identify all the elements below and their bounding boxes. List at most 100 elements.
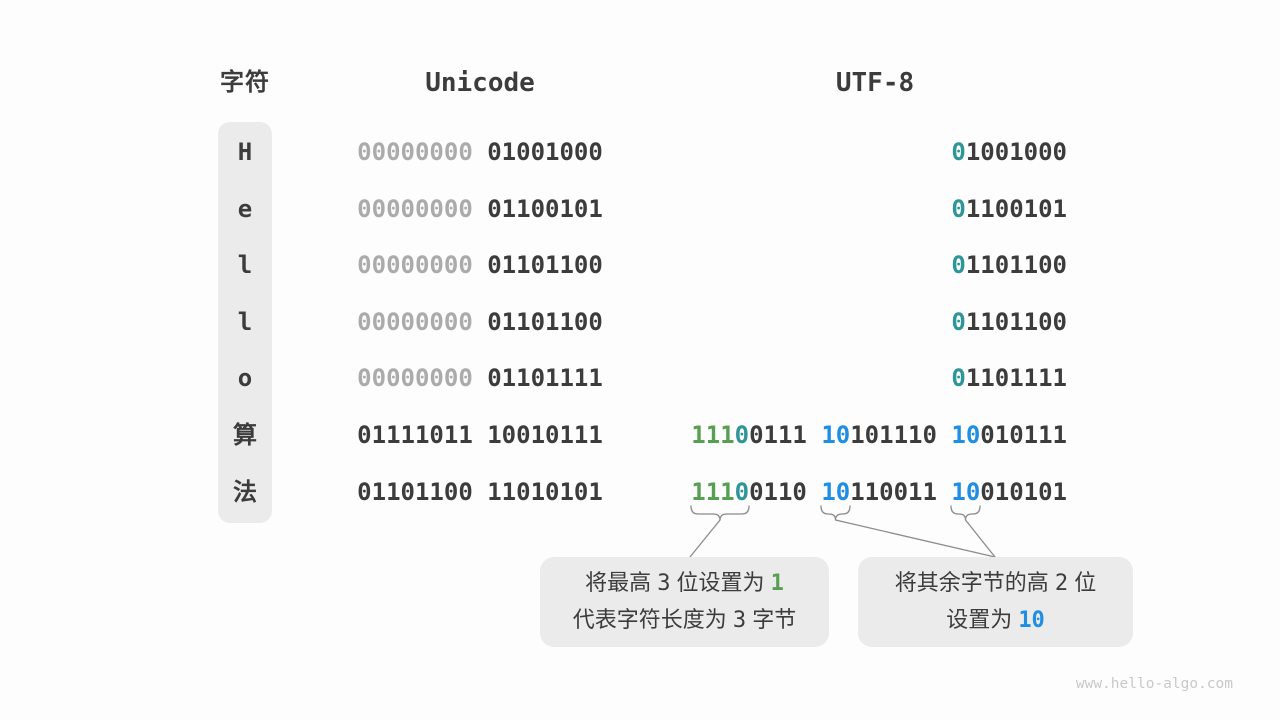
bit-segment: 010111 <box>980 421 1067 449</box>
bit-segment: 00000000 <box>357 251 473 279</box>
utf8-value: 01101100 <box>951 304 1067 340</box>
unicode-value: 00000000 01100101 <box>357 191 603 227</box>
utf8-byte: 01100101 <box>951 195 1067 223</box>
connector-line-continuation-1 <box>834 519 996 558</box>
bit-segment: 10 <box>821 421 851 449</box>
utf8-byte: 01101100 <box>951 308 1067 336</box>
callout-text-line: 将其余字节的高 2 位 <box>895 565 1097 602</box>
bit-segment: 00000000 <box>357 138 473 166</box>
watermark: www.hello-algo.com <box>1075 676 1233 692</box>
bit-segment: 01101100 <box>487 251 603 279</box>
bit-segment: 101110 <box>850 421 937 449</box>
callout-text-segment: 字节 <box>746 607 797 632</box>
unicode-value: 01101100 11010101 <box>357 474 603 510</box>
utf8-value: 01101100 <box>951 247 1067 283</box>
unicode-value: 00000000 01101100 <box>357 247 603 283</box>
bit-segment: 0 <box>951 138 966 166</box>
bit-segment: 01111011 <box>357 421 473 449</box>
bit-segment: 0110 <box>749 478 807 506</box>
bit-segment: 111 <box>691 421 735 449</box>
utf8-byte: 10010111 <box>951 421 1067 449</box>
unicode-value: 00000000 01101100 <box>357 304 603 340</box>
bit-segment: 0 <box>951 251 966 279</box>
unicode-value: 00000000 01001000 <box>357 134 603 170</box>
bit-segment: 111 <box>691 478 735 506</box>
bit-segment: 0 <box>951 364 966 392</box>
callout-text-line: 设置为 10 <box>946 602 1045 639</box>
bit-segment: 0 <box>734 478 750 506</box>
utf8-byte: 10110011 <box>821 478 937 506</box>
unicode-value: 00000000 01101111 <box>357 360 603 396</box>
callout-text-line: 代表字符长度为 3 字节 <box>573 602 797 639</box>
column-header-character: 字符 <box>220 69 270 96</box>
bit-segment: 1100101 <box>965 195 1067 223</box>
callout-continuation-bits: 将其余字节的高 2 位设置为 10 <box>858 557 1133 647</box>
column-header-unicode: Unicode <box>425 68 535 98</box>
callout-text-segment: 3 <box>732 608 747 633</box>
character-column-panel <box>218 122 272 523</box>
bit-segment: 10 <box>951 478 981 506</box>
utf8-byte: 01001000 <box>951 138 1067 166</box>
utf8-byte: 01101100 <box>951 251 1067 279</box>
bit-segment: 00000000 <box>357 364 473 392</box>
callout-text-segment: 将其余字节的高 <box>894 570 1055 595</box>
bit-segment: 010101 <box>980 478 1067 506</box>
bit-segment: 01101111 <box>487 364 603 392</box>
char-cell: 算 <box>233 421 257 449</box>
utf8-byte: 11100111 <box>691 421 807 449</box>
callout-text-segment: 设置为 <box>946 607 1019 632</box>
connector-line-continuation-2 <box>964 519 996 558</box>
bit-segment: 01001000 <box>487 138 603 166</box>
callout-text-line: 将最高 3 位设置为 1 <box>585 565 784 602</box>
bit-segment: 01101100 <box>487 308 603 336</box>
bit-segment: 1001000 <box>965 138 1067 166</box>
char-cell: e <box>237 195 253 223</box>
bit-segment: 10 <box>821 478 851 506</box>
bit-segment: 0111 <box>749 421 807 449</box>
callout-text-segment: 位 <box>1068 570 1097 595</box>
connector-line-leading-bits <box>689 519 721 558</box>
char-cell: H <box>237 138 253 166</box>
char-cell: l <box>237 308 253 336</box>
utf8-value: 11100110 10110011 10010101 <box>691 474 1067 510</box>
bit-segment: 110011 <box>850 478 937 506</box>
utf8-byte: 01101111 <box>951 364 1067 392</box>
bit-segment: 00000000 <box>357 195 473 223</box>
char-cell: o <box>237 364 253 392</box>
utf8-byte: 10101110 <box>821 421 937 449</box>
utf8-value: 01001000 <box>951 134 1067 170</box>
utf8-value: 01101111 <box>951 360 1067 396</box>
callout-text-segment: 将最高 <box>585 570 658 595</box>
char-cell: l <box>237 251 253 279</box>
utf8-byte: 10010101 <box>951 478 1067 506</box>
bit-segment: 10010111 <box>487 421 603 449</box>
bit-segment: 0 <box>951 195 966 223</box>
column-header-utf8: UTF-8 <box>835 68 915 98</box>
bit-segment: 11010101 <box>487 478 603 506</box>
unicode-value: 01111011 10010111 <box>357 417 603 453</box>
utf8-byte: 11100110 <box>691 478 807 506</box>
bit-segment: 00000000 <box>357 308 473 336</box>
callout-text-segment: 3 <box>657 571 671 596</box>
bit-segment: 1101111 <box>965 364 1067 392</box>
utf8-value: 11100111 10101110 10010111 <box>691 417 1067 453</box>
bit-segment: 10 <box>951 421 981 449</box>
bit-segment: 0 <box>734 421 750 449</box>
callout-text-segment: 代表字符长度为 <box>572 607 733 632</box>
bit-segment: 1101100 <box>965 251 1067 279</box>
callout-text-segment: 10 <box>1018 608 1045 633</box>
bit-segment: 01101100 <box>357 478 473 506</box>
callout-text-segment: 2 <box>1054 571 1069 596</box>
char-cell: 法 <box>233 478 257 506</box>
callout-text-segment: 位设置为 <box>670 570 771 595</box>
utf8-value: 01100101 <box>951 191 1067 227</box>
bit-segment: 1101100 <box>965 308 1067 336</box>
